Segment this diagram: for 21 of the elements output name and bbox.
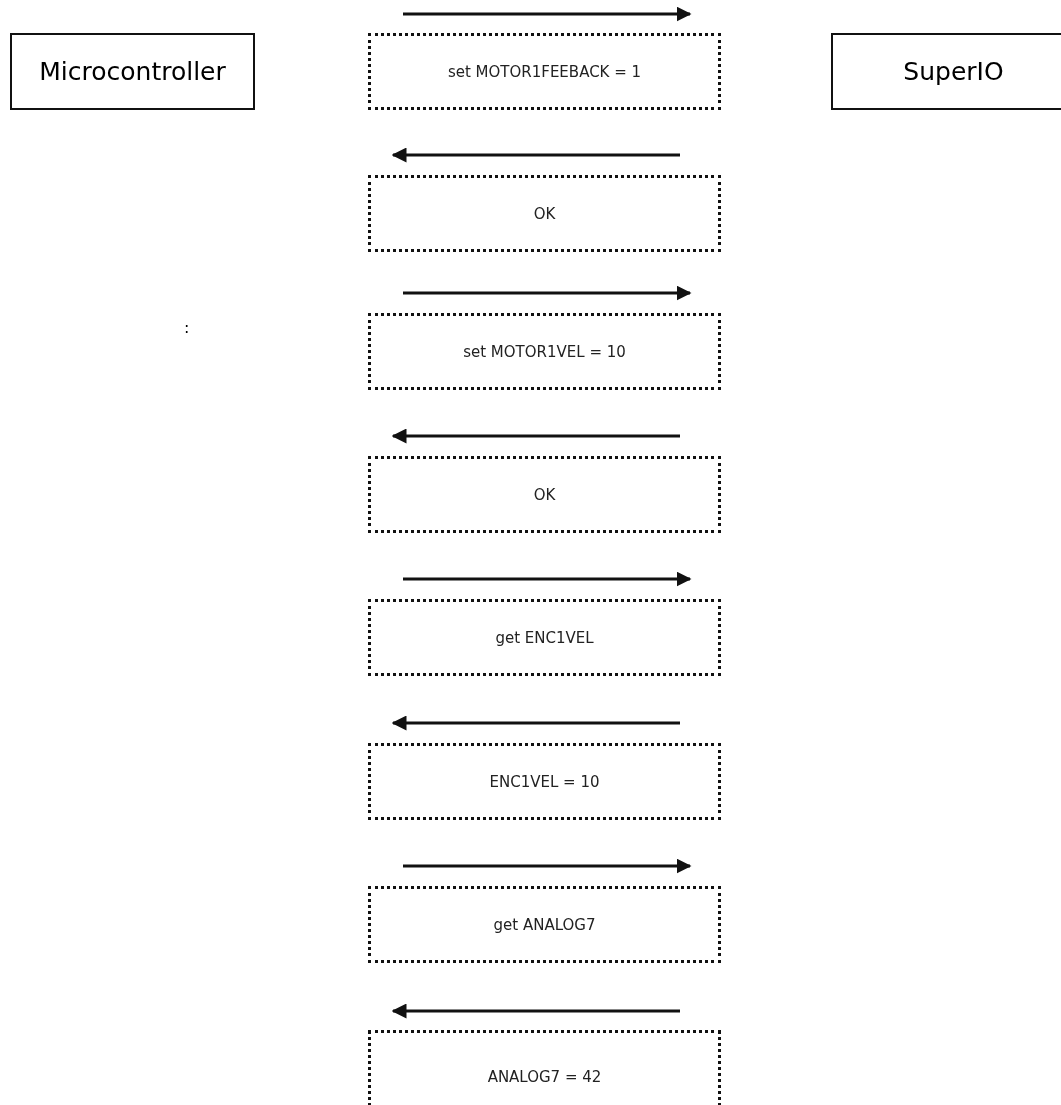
message-box	[368, 743, 721, 820]
message-text: get ANALOG7	[493, 915, 596, 934]
message-text: set MOTOR1FEEBACK = 1	[447, 62, 642, 81]
participant-box	[10, 33, 255, 110]
message-box	[368, 886, 721, 963]
message-text: ANALOG7 = 42	[487, 1067, 602, 1086]
message-box	[368, 456, 721, 533]
message-text: ENC1VEL = 10	[489, 772, 600, 791]
message-text: OK	[533, 485, 556, 504]
message-box	[368, 175, 721, 252]
participant-name: SuperIO	[903, 57, 1004, 86]
message-box	[368, 33, 721, 110]
separator-text: :	[184, 318, 190, 337]
message-box	[368, 313, 721, 390]
message-text: get ENC1VEL	[495, 628, 594, 647]
participant-name: Microcontroller	[39, 57, 226, 86]
participant-box	[831, 33, 1061, 110]
message-text: set MOTOR1VEL = 10	[463, 342, 626, 361]
message-text: OK	[533, 204, 556, 223]
message-box	[368, 1030, 721, 1105]
message-box	[368, 599, 721, 676]
